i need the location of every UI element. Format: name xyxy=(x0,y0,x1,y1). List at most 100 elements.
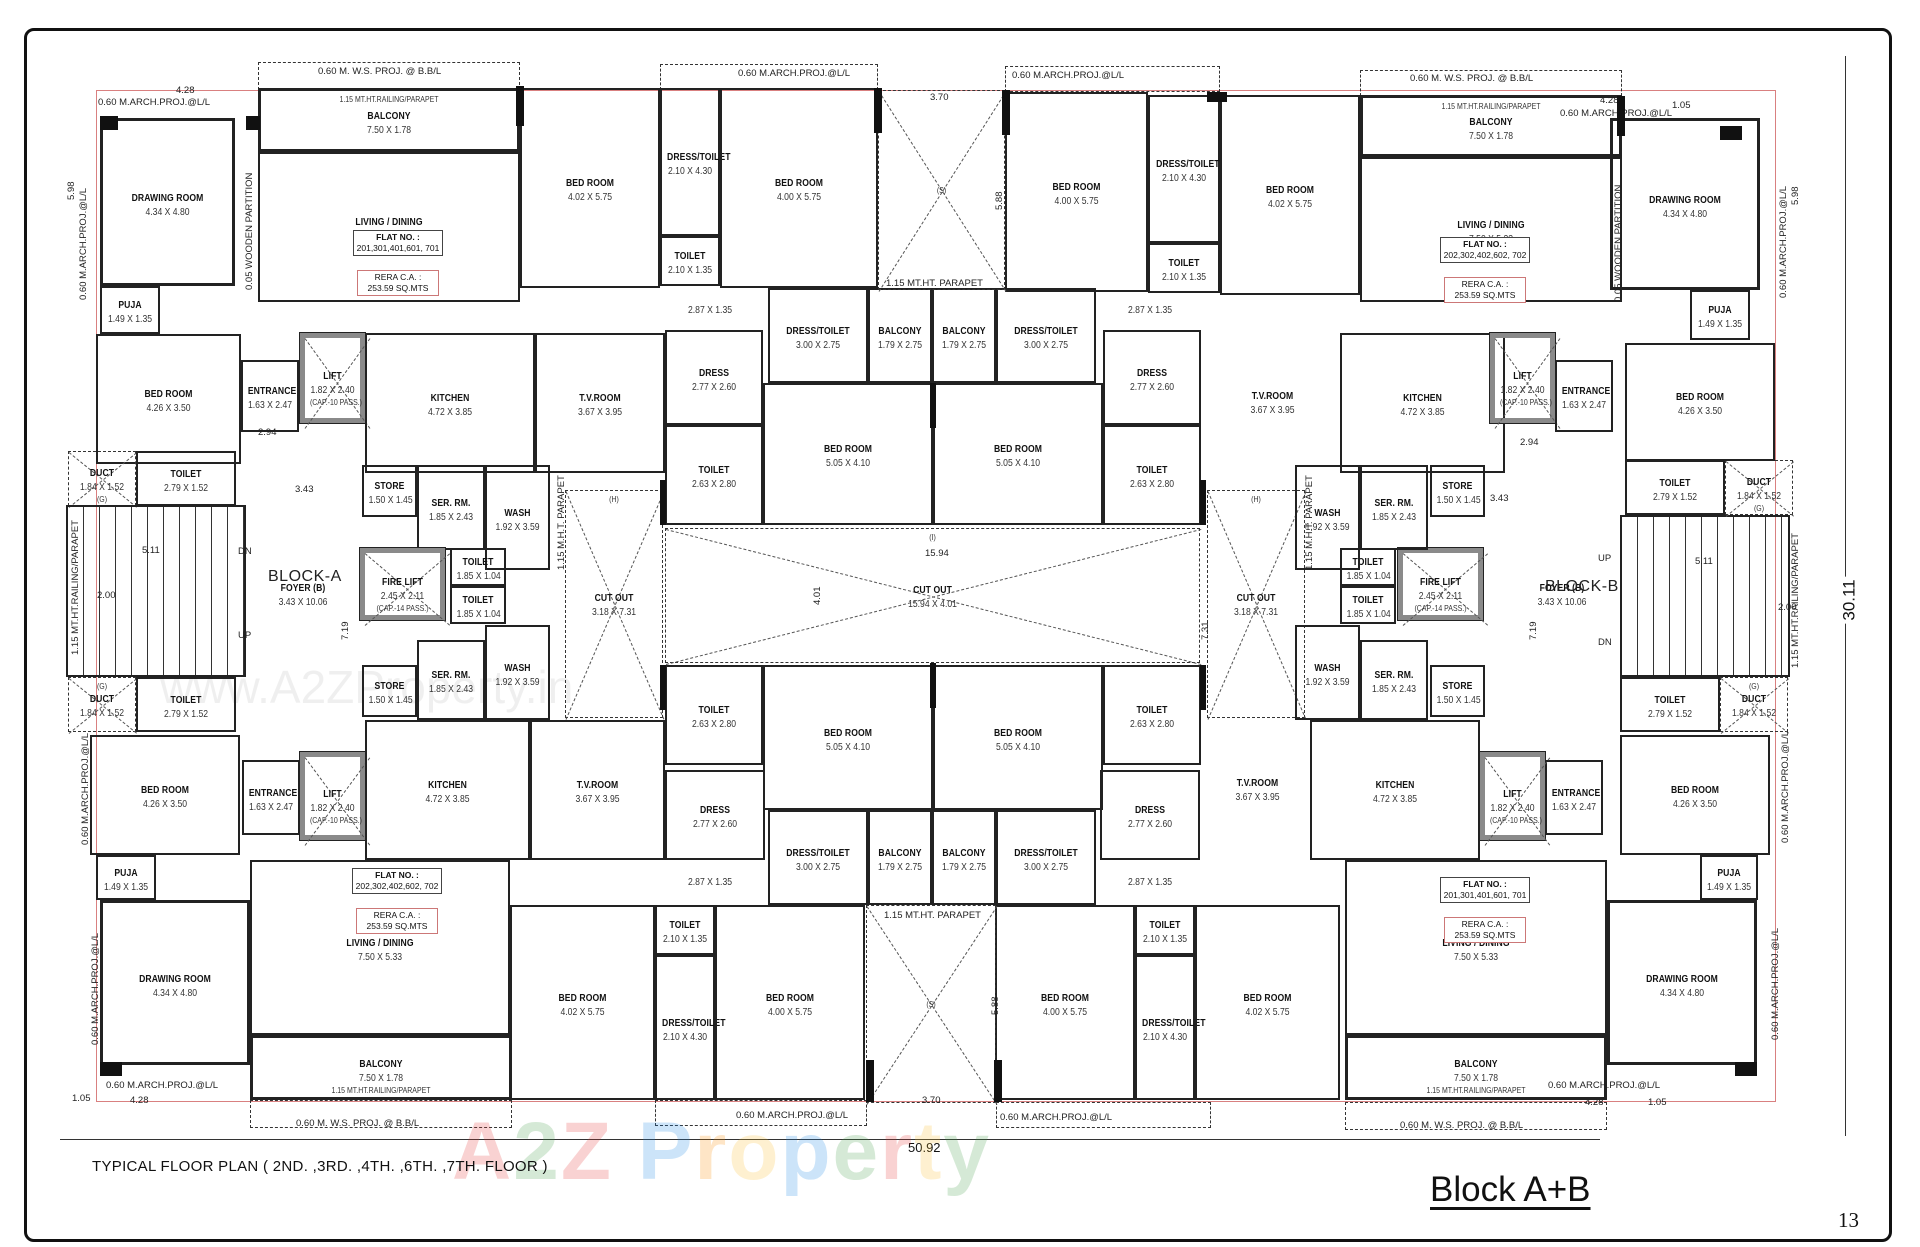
room-b-serrm2: SER. RM.1.85 X 2.43 xyxy=(1360,640,1428,720)
room-dimensions: 1.92 X 3.59 xyxy=(1305,520,1350,533)
room-dimensions: 4.72 X 3.85 xyxy=(1400,406,1445,418)
watermark-letter: y xyxy=(943,1106,991,1197)
dimension-label: 1.05 xyxy=(1648,1097,1667,1108)
dimension-label: 0.60 M.ARCH.PROJ.@L/L xyxy=(738,68,851,79)
room-a2-23: 2.87 X 1.35 xyxy=(660,862,760,902)
room-name: BED ROOM xyxy=(1265,184,1315,196)
rera-carpet-area-box: RERA C.A. :253.59 SQ.MTS xyxy=(1444,917,1526,943)
flat-number-box: FLAT NO. :202,302,402,602, 702 xyxy=(352,868,442,894)
room-a2-dress: DRESS 2.77 X 2.60 xyxy=(665,770,765,860)
room-dimensions: 2.10 X 1.35 xyxy=(667,264,713,276)
room-b-serrm1: SER. RM.1.85 X 2.43 xyxy=(1360,465,1428,550)
room-name: DRESS/TOILET xyxy=(662,1016,726,1029)
room-annotation: (H) xyxy=(609,494,619,504)
room-name: LIFT xyxy=(1503,788,1522,800)
block-label: BLOCK-B xyxy=(1545,578,1619,595)
room-dimensions: 3.00 X 2.75 xyxy=(1023,860,1069,873)
room-name: CUT OUT xyxy=(594,592,634,604)
dimension-label: 0.60 M.ARCH.PROJ.@L/L xyxy=(106,1080,219,1091)
column xyxy=(1720,126,1742,140)
room-name: DRESS/TOILET xyxy=(1014,846,1078,859)
room-name: LIVING / DINING xyxy=(346,936,414,949)
room-name: LIVING / DINING xyxy=(1457,218,1525,231)
column xyxy=(1002,90,1010,135)
room-dimensions: 5.05 X 4.10 xyxy=(825,740,871,753)
room-name: BALCONY xyxy=(878,324,922,337)
dimension-label: 0.60 M.ARCH.PROJ.@L/L xyxy=(1012,70,1125,81)
room-name: BED ROOM xyxy=(565,177,615,189)
ws-projection-bottom-a xyxy=(250,1100,512,1128)
column xyxy=(1207,92,1227,102)
room-dimensions: 3.43 X 10.06 xyxy=(1537,596,1587,608)
column xyxy=(1200,480,1206,525)
room-name: KITCHEN xyxy=(430,392,470,404)
room-dimensions: 4.26 X 3.50 xyxy=(1672,798,1718,810)
column xyxy=(516,86,524,126)
room-name: DRESS/TOILET xyxy=(786,324,850,337)
room-name: ENTRANCE xyxy=(1561,385,1611,397)
dimension-label: 5.98 xyxy=(1790,186,1801,206)
room-name: STORE xyxy=(374,480,405,492)
room-dimensions: 4.00 X 5.75 xyxy=(1054,195,1099,207)
room-name: DRESS xyxy=(698,366,730,379)
room-annotation: (CAP.-14 PASS.) xyxy=(1414,603,1467,613)
room-name: TOILET xyxy=(1136,704,1168,716)
room-name: BED ROOM xyxy=(140,784,190,796)
dimension-label: 2.94 xyxy=(1520,437,1539,448)
room-dimensions: 1.82 X 2.40 xyxy=(1500,384,1545,396)
room-name: DUCT xyxy=(89,466,115,479)
dimension-label: 0.60 M.ARCH.PROJ.@L/L xyxy=(80,732,91,845)
room-dimensions: 3.00 X 2.75 xyxy=(795,860,841,873)
dimension-label: 5.11 xyxy=(142,545,160,556)
watermark-letter: A xyxy=(452,1106,514,1197)
room-dimensions: 2.77 X 2.60 xyxy=(1127,818,1173,830)
plan-caption: TYPICAL FLOOR PLAN ( 2ND. ,3RD. ,4TH. ,6… xyxy=(92,1158,548,1175)
room-dimensions: 3.67 X 3.95 xyxy=(575,793,620,805)
room-name: FOYER (B) xyxy=(280,582,326,594)
room-name: SER. RM. xyxy=(431,669,471,681)
watermark-letter: Z xyxy=(560,1106,613,1197)
room-dimensions: 3.00 X 2.75 xyxy=(1023,338,1069,351)
room-annotation: 1.15 MT.HT.RAILING/PARAPET xyxy=(1441,101,1541,111)
room-name: DRESS xyxy=(699,804,731,816)
room-dimensions: 4.34 X 4.80 xyxy=(152,986,198,999)
room-name: TOILET xyxy=(698,464,730,476)
dimension-label: 1.15 M.H.T. PARAPET xyxy=(556,475,567,570)
room-name: STORE xyxy=(1442,680,1473,692)
room-dimensions: 4.72 X 3.85 xyxy=(427,406,473,418)
room-annotation: 1.15 MT.HT.RAILING/PARAPET xyxy=(339,94,439,104)
room-name: BALCONY xyxy=(367,110,411,122)
room-name: TOILET xyxy=(170,467,202,480)
room-name: DRESS/TOILET xyxy=(1142,1016,1206,1029)
rera-carpet-area-box: RERA C.A. :253.59 SQ.MTS xyxy=(1444,277,1526,303)
room-a-stair xyxy=(66,505,246,677)
room-dimensions: 2.77 X 2.60 xyxy=(692,818,738,830)
dimension-label: 0.60 M.ARCH.PROJ.@L/L xyxy=(1000,1112,1113,1123)
room-dimensions: 5.05 X 4.10 xyxy=(825,457,871,469)
room-dimensions: 1.79 X 2.75 xyxy=(941,338,987,351)
flat-number-title: FLAT NO. : xyxy=(1463,239,1507,249)
room-dimensions: 2.87 X 1.35 xyxy=(687,304,733,316)
room-dimensions: 1.82 X 2.40 xyxy=(310,802,355,814)
room-dimensions: 4.00 X 5.75 xyxy=(1042,1005,1088,1018)
room-name: PUJA xyxy=(114,866,138,879)
rera-area: 253.59 SQ.MTS xyxy=(367,283,429,293)
dimension-label: 5.98 xyxy=(66,181,77,201)
room-name: T.V.ROOM xyxy=(579,392,621,404)
room-dimensions: 7.50 X 1.78 xyxy=(1468,130,1514,142)
flat-numbers: 202,302,402,602, 702 xyxy=(1443,250,1527,260)
